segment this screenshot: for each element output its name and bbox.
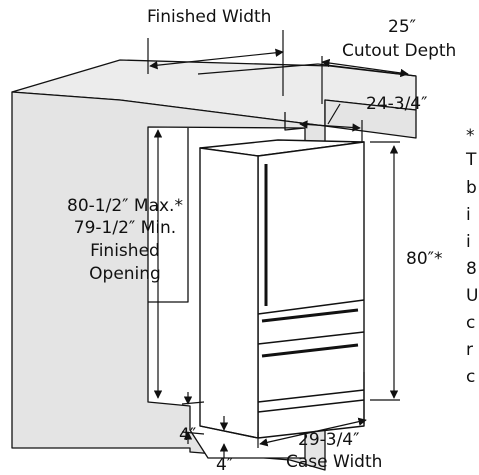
depth-leader xyxy=(327,103,341,125)
cutout-depth-label: Cutout Depth xyxy=(342,41,457,61)
cutout-depth-value: 25″ xyxy=(388,17,416,37)
footnote-line-10: c xyxy=(466,367,476,387)
case-width-value: 29-3/4″ xyxy=(298,430,360,450)
footnote-line-5: i xyxy=(466,232,471,252)
drawer-split-3 xyxy=(257,399,365,413)
finished-width-label: Finished Width xyxy=(147,7,272,27)
case-width-arrow xyxy=(259,417,367,447)
drawer-split-2 xyxy=(257,389,365,403)
case-width-label: Case Width xyxy=(286,452,383,472)
footnote-line-6: 8 xyxy=(466,259,477,279)
refrigerator xyxy=(199,139,365,439)
toe-upper-value: 4″ xyxy=(179,425,197,445)
finished-width-arrow xyxy=(149,48,284,70)
footnote-line-2: T xyxy=(466,150,477,170)
footnote-line-9: r xyxy=(466,340,473,360)
depth-arrow xyxy=(299,120,361,132)
drawer-handle-2 xyxy=(261,343,359,358)
opening-max-label: 80-1/2″ Max.* xyxy=(67,196,183,216)
footnote-line-4: i xyxy=(466,205,471,225)
fridge-front xyxy=(199,147,259,439)
footnote-line-7: U xyxy=(466,286,479,306)
footnote-line-3: b xyxy=(466,178,477,198)
opening-word-label: Opening xyxy=(89,264,161,284)
drawer-split-1 xyxy=(257,331,365,345)
footnote-line-8: c xyxy=(466,313,476,333)
opening-min-label: 79-1/2″ Min. xyxy=(73,218,177,238)
fridge-side xyxy=(257,141,365,439)
depth-value: 24-3/4″ xyxy=(366,94,428,114)
height-value: 80″* xyxy=(406,249,443,269)
opening-finished-label: Finished xyxy=(90,241,160,261)
dimension-lines xyxy=(147,30,409,458)
drawer-handle-1 xyxy=(261,308,359,323)
footnote-line-1: * xyxy=(466,126,475,146)
toe-lower-value: 4″ xyxy=(216,455,234,475)
cutout-depth-arrow xyxy=(321,58,409,78)
opening-right-edge xyxy=(284,112,306,131)
toe-kick xyxy=(199,425,259,439)
door-split xyxy=(257,299,365,315)
